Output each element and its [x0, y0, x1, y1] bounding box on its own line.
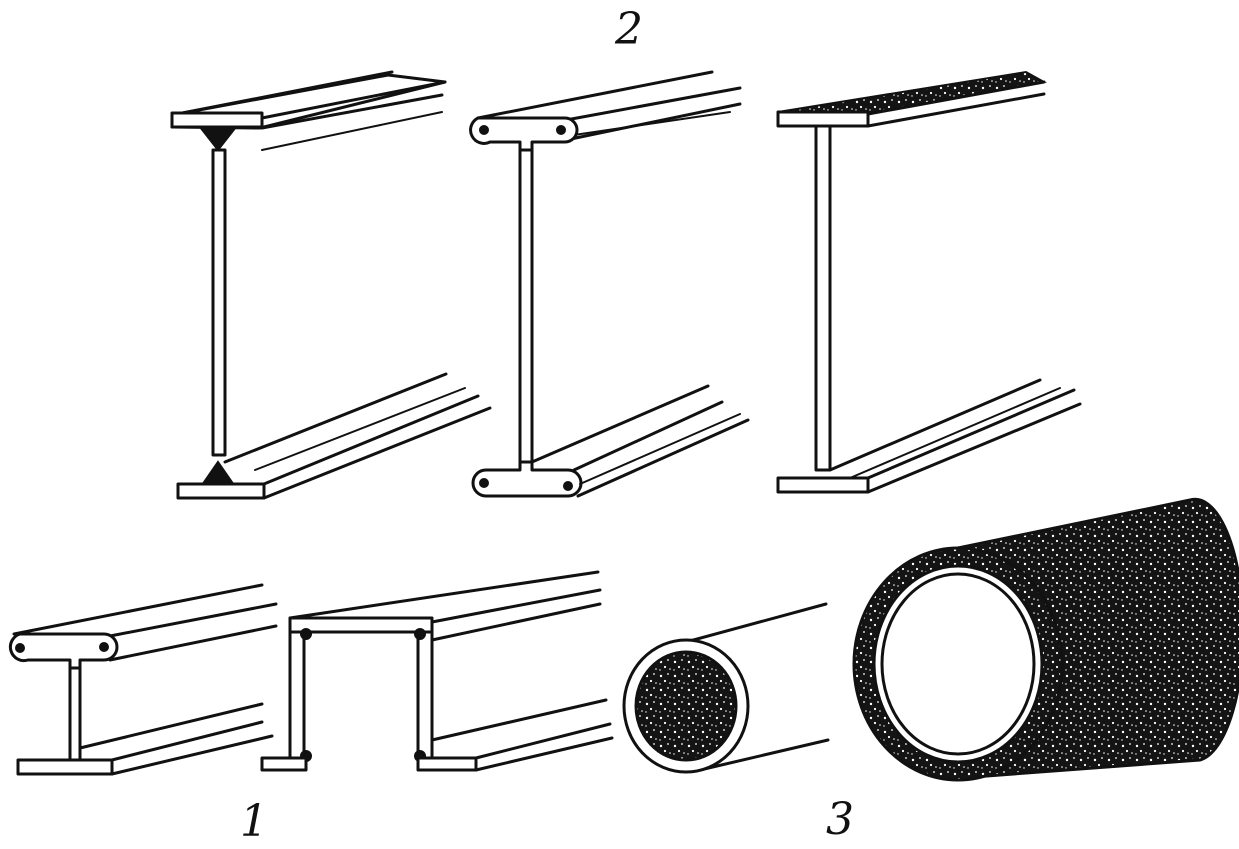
plain-i-beam	[776, 70, 1082, 494]
welded-i-beam	[170, 70, 492, 500]
large-tube	[852, 497, 1239, 782]
group-label-2: 2	[615, 4, 643, 55]
small-bulb-i-beam	[8, 583, 278, 776]
group-label-1: 1	[240, 796, 268, 847]
bulb-flange-i-beam	[469, 70, 750, 498]
small-tube	[622, 602, 830, 774]
box-section-beam	[260, 570, 614, 772]
group-label-3: 3	[826, 794, 854, 845]
